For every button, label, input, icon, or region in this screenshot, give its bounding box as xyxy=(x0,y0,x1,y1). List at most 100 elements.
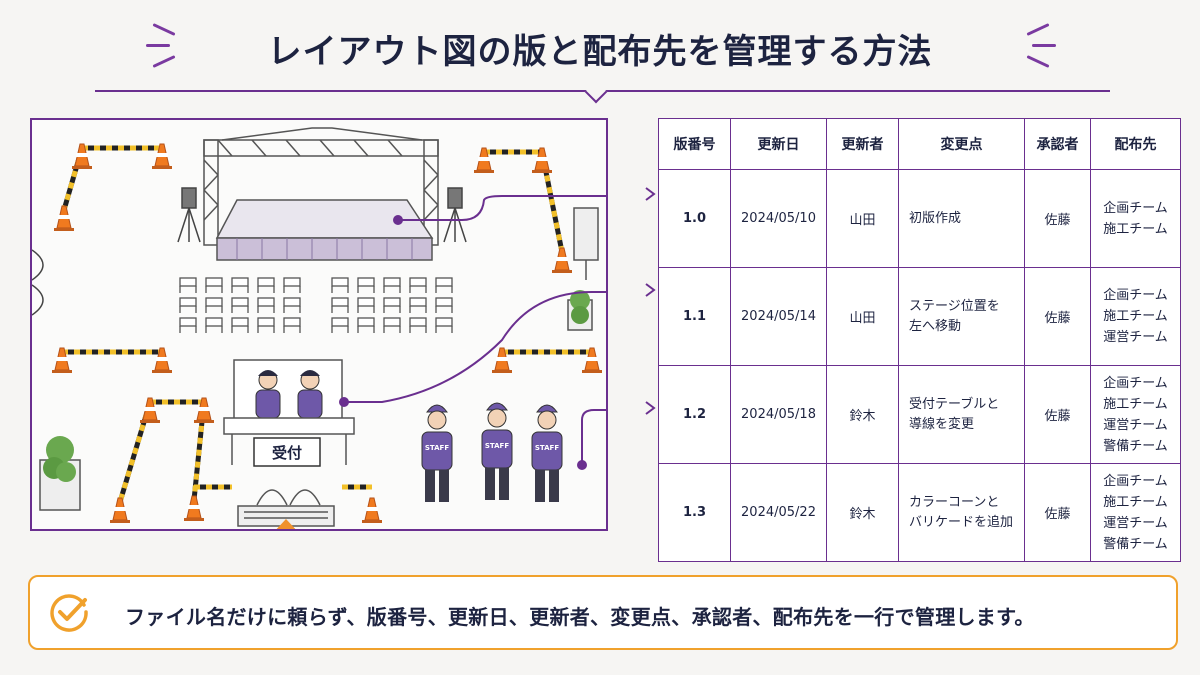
connector-lines xyxy=(339,195,606,470)
approver-cell: 佐藤 xyxy=(1024,267,1091,366)
chair-icon xyxy=(179,297,197,313)
date-cell: 2024/05/10 xyxy=(730,169,827,268)
chair-icon xyxy=(409,277,427,293)
change-cell: 受付テーブルと 導線を変更 xyxy=(898,365,1025,464)
entrance-door-icon xyxy=(32,240,44,325)
title-spark-left xyxy=(146,44,170,47)
chair-icon xyxy=(205,317,223,333)
traffic-cone-icon xyxy=(52,347,72,373)
distribution-cell: 企画チーム 施工チーム 運営チーム 警備チーム xyxy=(1090,365,1181,464)
stage-icon xyxy=(215,199,434,261)
chair-icon xyxy=(435,317,453,333)
traffic-cone-icon xyxy=(72,143,92,169)
traffic-cone-icon xyxy=(152,143,172,169)
updater-cell: 鈴木 xyxy=(826,365,899,464)
staff-label: STAFF xyxy=(535,444,559,452)
change-cell: カラーコーンと バリケードを追加 xyxy=(898,463,1025,562)
updater-cell: 鈴木 xyxy=(826,463,899,562)
title-notch xyxy=(584,80,608,104)
page-title: レイアウト図の版と配布先を管理する方法 xyxy=(267,32,933,72)
summary-callout: ファイル名だけに頼らず、版番号、更新日、更新者、変更点、承認者、配布先を一行で管… xyxy=(28,575,1178,650)
chair-icon xyxy=(435,277,453,293)
chair-icon xyxy=(179,317,197,333)
staff-label: STAFF xyxy=(485,442,509,450)
chair-icon xyxy=(283,317,301,333)
table-row: 1.0 2024/05/10 山田 初版作成 佐藤 企画チーム 施工チーム xyxy=(658,169,1181,268)
chair-icon xyxy=(383,317,401,333)
chair-icon xyxy=(357,317,375,333)
approver-cell: 佐藤 xyxy=(1024,169,1091,268)
table-row: 1.1 2024/05/14 山田 ステージ位置を 左へ移動 佐藤 企画チーム … xyxy=(658,267,1181,366)
traffic-cone-icon xyxy=(152,347,172,373)
chair-icon xyxy=(383,277,401,293)
reception-area: 受付 xyxy=(223,359,355,467)
check-circle-icon xyxy=(50,594,88,632)
chair-icon xyxy=(435,297,453,313)
stage-truss-icon xyxy=(203,127,439,246)
header-version: 版番号 xyxy=(658,118,731,170)
entrance-arrow-icon xyxy=(276,519,296,529)
staff-label: STAFF xyxy=(425,444,449,452)
venue-svg: 受付 STAFF STAFF STAFF xyxy=(32,127,606,529)
distribution-cell: 企画チーム 施工チーム xyxy=(1090,169,1181,268)
header-date: 更新日 xyxy=(730,118,827,170)
table-row: 1.3 2024/05/22 鈴木 カラーコーンと バリケードを追加 佐藤 企画… xyxy=(658,463,1181,562)
distribution-cell: 企画チーム 施工チーム 運営チーム xyxy=(1090,267,1181,366)
traffic-cone-icon xyxy=(140,397,160,423)
version-cell: 1.2 xyxy=(658,365,731,464)
plant-icon xyxy=(39,436,81,511)
chair-icon xyxy=(257,297,275,313)
chair-icon xyxy=(231,277,249,293)
venue-layout-diagram: 受付 STAFF STAFF STAFF xyxy=(30,118,608,531)
table-header-row: 版番号 更新日 更新者 変更点 承認者 配布先 xyxy=(658,118,1181,170)
plant-icon xyxy=(567,290,593,331)
change-cell: ステージ位置を 左へ移動 xyxy=(898,267,1025,366)
chair-icon xyxy=(331,317,349,333)
chair-icon xyxy=(409,297,427,313)
chair-icon xyxy=(231,297,249,313)
updater-cell: 山田 xyxy=(826,169,899,268)
date-cell: 2024/05/18 xyxy=(730,365,827,464)
staff-member-icon: STAFF xyxy=(421,404,453,502)
approver-cell: 佐藤 xyxy=(1024,365,1091,464)
speaker-icon xyxy=(177,187,201,243)
staff-member-icon: STAFF xyxy=(531,404,563,502)
header-approver: 承認者 xyxy=(1024,118,1091,170)
version-cell: 1.3 xyxy=(658,463,731,562)
table-row: 1.2 2024/05/18 鈴木 受付テーブルと 導線を変更 佐藤 企画チーム… xyxy=(658,365,1181,464)
version-cell: 1.1 xyxy=(658,267,731,366)
speaker-icon xyxy=(443,187,467,243)
header-distribution: 配布先 xyxy=(1090,118,1181,170)
version-cell: 1.0 xyxy=(658,169,731,268)
change-cell: 初版作成 xyxy=(898,169,1025,268)
traffic-cone-icon xyxy=(582,347,602,373)
chair-icon xyxy=(357,277,375,293)
date-cell: 2024/05/22 xyxy=(730,463,827,562)
chair-icon xyxy=(331,277,349,293)
distribution-cell: 企画チーム 施工チーム 運営チーム 警備チーム xyxy=(1090,463,1181,562)
chair-icon xyxy=(179,277,197,293)
updater-cell: 山田 xyxy=(826,267,899,366)
summary-text: ファイル名だけに頼らず、版番号、更新日、更新者、変更点、承認者、配布先を一行で管… xyxy=(125,605,1035,629)
connector-arrows xyxy=(645,187,656,415)
approver-cell: 佐藤 xyxy=(1024,463,1091,562)
audience-chairs xyxy=(179,277,453,333)
chair-icon xyxy=(409,317,427,333)
chair-icon xyxy=(383,297,401,313)
version-table: 版番号 更新日 更新者 変更点 承認者 配布先 1.0 2024/05/10 山… xyxy=(658,118,1181,562)
traffic-cone-icon xyxy=(532,147,552,173)
chair-icon xyxy=(357,297,375,313)
chair-icon xyxy=(283,277,301,293)
chair-icon xyxy=(283,297,301,313)
chair-icon xyxy=(257,277,275,293)
date-cell: 2024/05/14 xyxy=(730,267,827,366)
traffic-cone-icon xyxy=(54,205,74,231)
traffic-cone-icon xyxy=(194,397,214,423)
chair-icon xyxy=(231,317,249,333)
chair-icon xyxy=(205,277,223,293)
staff-group: STAFF STAFF STAFF xyxy=(421,402,563,502)
traffic-cone-icon xyxy=(492,347,512,373)
header-updater: 更新者 xyxy=(826,118,899,170)
header-change: 変更点 xyxy=(898,118,1025,170)
chair-icon xyxy=(331,297,349,313)
